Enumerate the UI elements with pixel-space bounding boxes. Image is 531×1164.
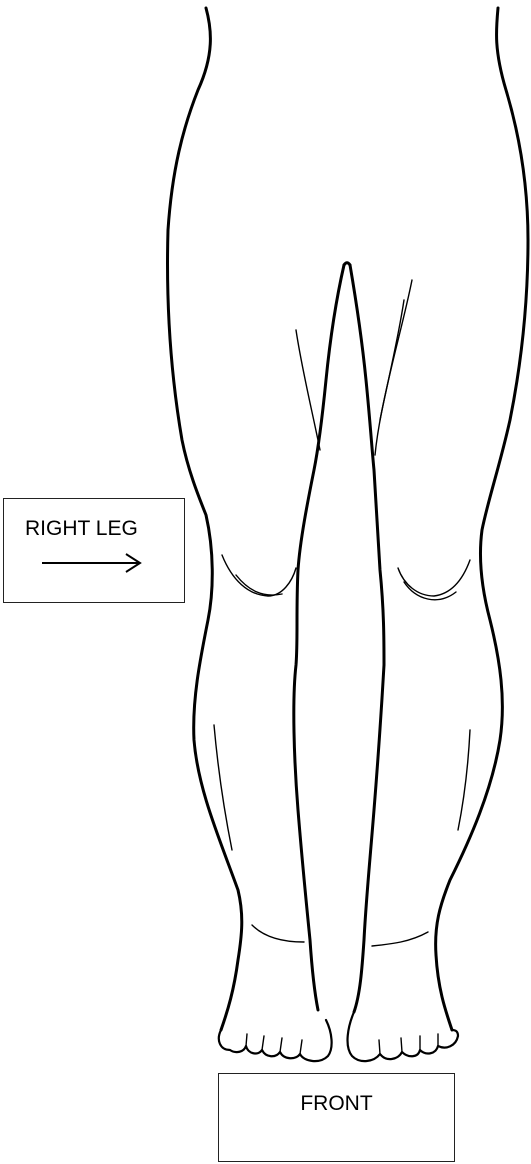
inner-leg-outline-left <box>294 265 344 1010</box>
toe-gaps-right-foot <box>379 1034 438 1054</box>
right-leg-label-box: RIGHT LEG <box>3 498 185 603</box>
inner-leg-outline-right <box>350 265 384 1012</box>
toe-gaps-left-foot <box>246 1034 302 1054</box>
kneecap-left <box>222 555 296 596</box>
thigh-line-right <box>375 280 412 455</box>
kneecap-right <box>398 560 470 596</box>
shin-line-right <box>458 730 470 830</box>
ankle-line-right <box>372 932 428 946</box>
ankle-line-left <box>252 925 304 942</box>
toes-left-foot <box>219 1020 332 1061</box>
crotch-line <box>344 263 350 265</box>
thigh-line-right-2 <box>380 300 404 420</box>
right-leg-label: RIGHT LEG <box>25 517 138 541</box>
toes-right-foot <box>348 1012 458 1061</box>
front-view-label: FRONT <box>219 1092 454 1116</box>
kneecap-left-inner <box>236 575 282 595</box>
thigh-line-left <box>296 330 320 450</box>
front-label-box: FRONT <box>218 1073 455 1162</box>
outer-leg-outline-right <box>436 8 528 1030</box>
arrow-right-icon <box>42 551 144 575</box>
